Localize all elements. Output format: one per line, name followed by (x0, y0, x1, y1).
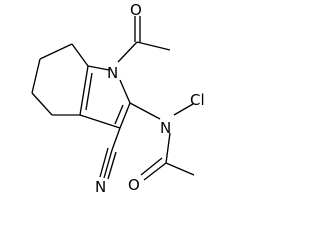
bond-n1-c2 (119, 79, 131, 104)
bond-c5-c6 (31, 92, 53, 116)
bond-amide-co-a (143, 162, 167, 181)
atom-label-n-amide: N (160, 119, 171, 137)
bond-namide-cl (173, 103, 194, 116)
atom-label-n-nitrile: N (95, 178, 106, 196)
bond-c6-c7 (31, 58, 41, 94)
molecule-structure: N O N Cl O N (31, 1, 205, 196)
bond-n1-carbonyl (117, 41, 138, 63)
atom-label-n-ring: N (107, 64, 118, 82)
atom-label-o-acetyl: O (130, 1, 142, 19)
pyrrole-ring (71, 43, 131, 129)
bond-amide-co-b (140, 157, 163, 176)
bond-c2-c3 (119, 102, 131, 129)
bond-carbonyl-methyl (136, 41, 171, 51)
bond-c7-c8 (39, 43, 73, 60)
bond-c7a-n1 (87, 65, 110, 71)
bond-c3-cn (111, 127, 121, 151)
bond-c2-c3-inner (114, 104, 124, 125)
bond-namide-carbonyl (165, 132, 171, 164)
bond-c3-c3a (79, 114, 121, 129)
n-acetyl-group (117, 16, 171, 63)
atom-label-cl: Cl (190, 91, 205, 109)
atom-label-o-amide: O (128, 176, 140, 194)
bond-cn-triple-a (103, 149, 113, 179)
nitrile-group (99, 127, 121, 180)
bond-cn-triple-b (99, 147, 109, 178)
bond-cn-triple-c (107, 151, 117, 180)
bond-c2-namide (129, 102, 161, 120)
bond-amide-methyl (165, 162, 195, 176)
bond-c3a-c7a-inner (85, 72, 93, 111)
n-chloro-acetamide-group (129, 102, 195, 181)
bond-c3a-c7a (79, 65, 89, 116)
cyclohexane-ring (31, 43, 80, 116)
bond-c7a-c8 (71, 43, 89, 67)
